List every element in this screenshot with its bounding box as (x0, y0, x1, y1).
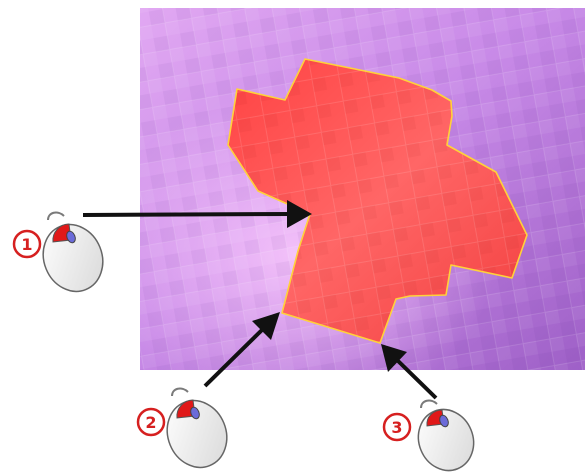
arrow-step-2 (203, 312, 280, 388)
step-number: 1 (21, 235, 32, 254)
mouse-left-click-icon (166, 387, 228, 469)
step-number-badge: 3 (382, 412, 412, 442)
step-2: 2 (136, 387, 228, 469)
step-number-badge: 2 (136, 407, 166, 437)
arrow-step-3 (381, 344, 438, 400)
arrow-step-1 (82, 200, 312, 228)
mouse-left-click-icon (417, 399, 475, 472)
step-number: 2 (145, 413, 156, 432)
mouse-left-click-icon (42, 211, 104, 293)
step-3: 3 (382, 399, 475, 472)
polygon-selection (227, 58, 528, 344)
step-number-badge: 1 (12, 229, 42, 259)
step-1: 1 (12, 211, 104, 293)
step-number: 3 (391, 418, 402, 437)
